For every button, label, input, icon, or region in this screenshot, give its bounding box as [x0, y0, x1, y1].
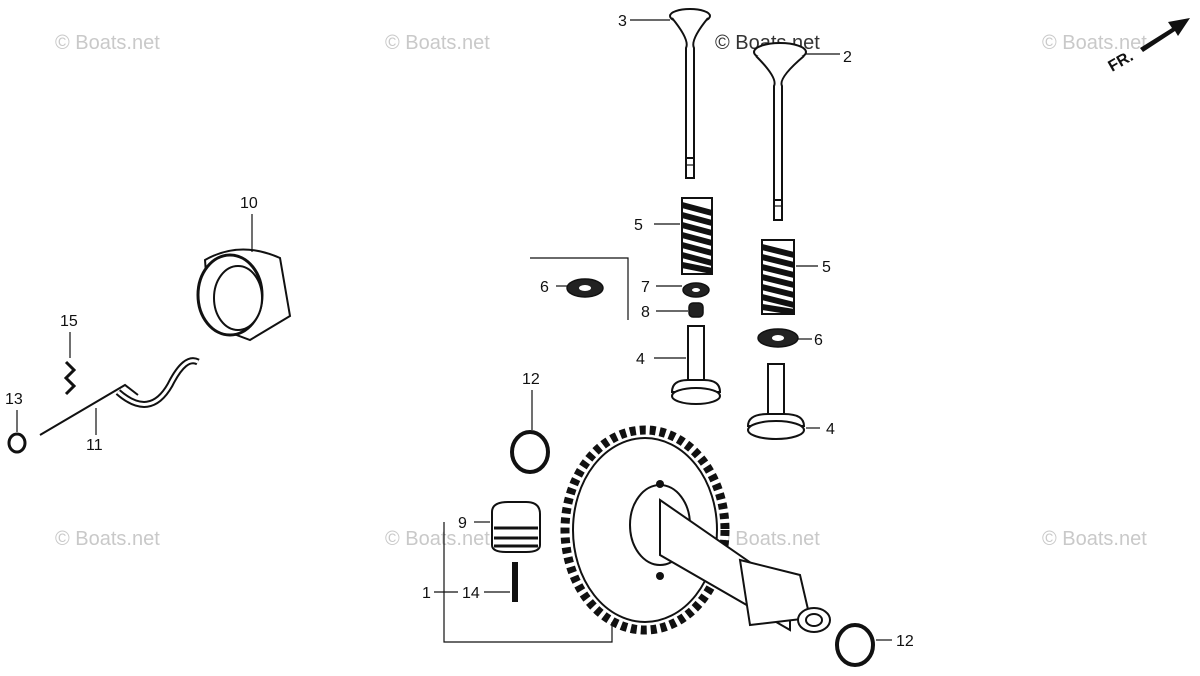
- breather-lever[interactable]: [39, 357, 200, 436]
- valve-spring-left[interactable]: [681, 197, 713, 275]
- callout-3: 3: [618, 13, 627, 30]
- washer-lower[interactable]: [835, 623, 875, 667]
- camshaft-gear[interactable]: [560, 425, 730, 635]
- washer-small[interactable]: [7, 432, 27, 454]
- callout-5: 5: [634, 217, 643, 234]
- callout-13: 13: [5, 391, 23, 408]
- camshaft[interactable]: [659, 498, 831, 633]
- valve-spring-right[interactable]: [761, 239, 795, 315]
- callout-15: 15: [60, 313, 78, 330]
- callout-7: 7: [641, 279, 650, 296]
- callout-9: 9: [458, 515, 467, 532]
- watermark: © Boats.net: [715, 528, 820, 550]
- valve-retainer[interactable]: [682, 282, 710, 298]
- callout-1: 1: [422, 585, 431, 602]
- callout-12: 12: [522, 371, 540, 388]
- washer-upper[interactable]: [510, 430, 550, 474]
- watermark: © Boats.net: [385, 528, 490, 550]
- watermark: © Boats.net: [1042, 32, 1147, 54]
- bushing[interactable]: [196, 248, 292, 342]
- callout-14: 14: [462, 585, 480, 602]
- watermark: © Boats.net: [1042, 528, 1147, 550]
- callout-5: 5: [822, 259, 831, 276]
- callout-12: 12: [896, 633, 914, 650]
- valve-exhaust[interactable]: [753, 42, 807, 221]
- orientation-label: FR.: [1106, 48, 1137, 76]
- callout-6: 6: [540, 279, 549, 296]
- watermark: © Boats.net: [55, 32, 160, 54]
- governor-weight[interactable]: [491, 501, 541, 553]
- callout-8: 8: [641, 304, 650, 321]
- watermark: © Boats.net: [385, 32, 490, 54]
- watermark: © Boats.net: [55, 528, 160, 550]
- spring-retainer-left[interactable]: [566, 278, 604, 298]
- dowel-pin[interactable]: [512, 562, 518, 602]
- callout-10: 10: [240, 195, 258, 212]
- callout-4: 4: [826, 421, 835, 438]
- tappet-right[interactable]: [746, 363, 806, 440]
- tappet-left[interactable]: [670, 325, 722, 405]
- clip[interactable]: [63, 360, 77, 396]
- callout-4: 4: [636, 351, 645, 368]
- valve-intake[interactable]: [669, 8, 711, 179]
- front-arrow-icon: FR.: [1106, 18, 1190, 76]
- valve-cotter[interactable]: [688, 302, 704, 318]
- callout-11: 11: [86, 437, 103, 454]
- callout-6: 6: [814, 332, 823, 349]
- spring-retainer-right[interactable]: [757, 328, 799, 348]
- callout-2: 2: [843, 49, 852, 66]
